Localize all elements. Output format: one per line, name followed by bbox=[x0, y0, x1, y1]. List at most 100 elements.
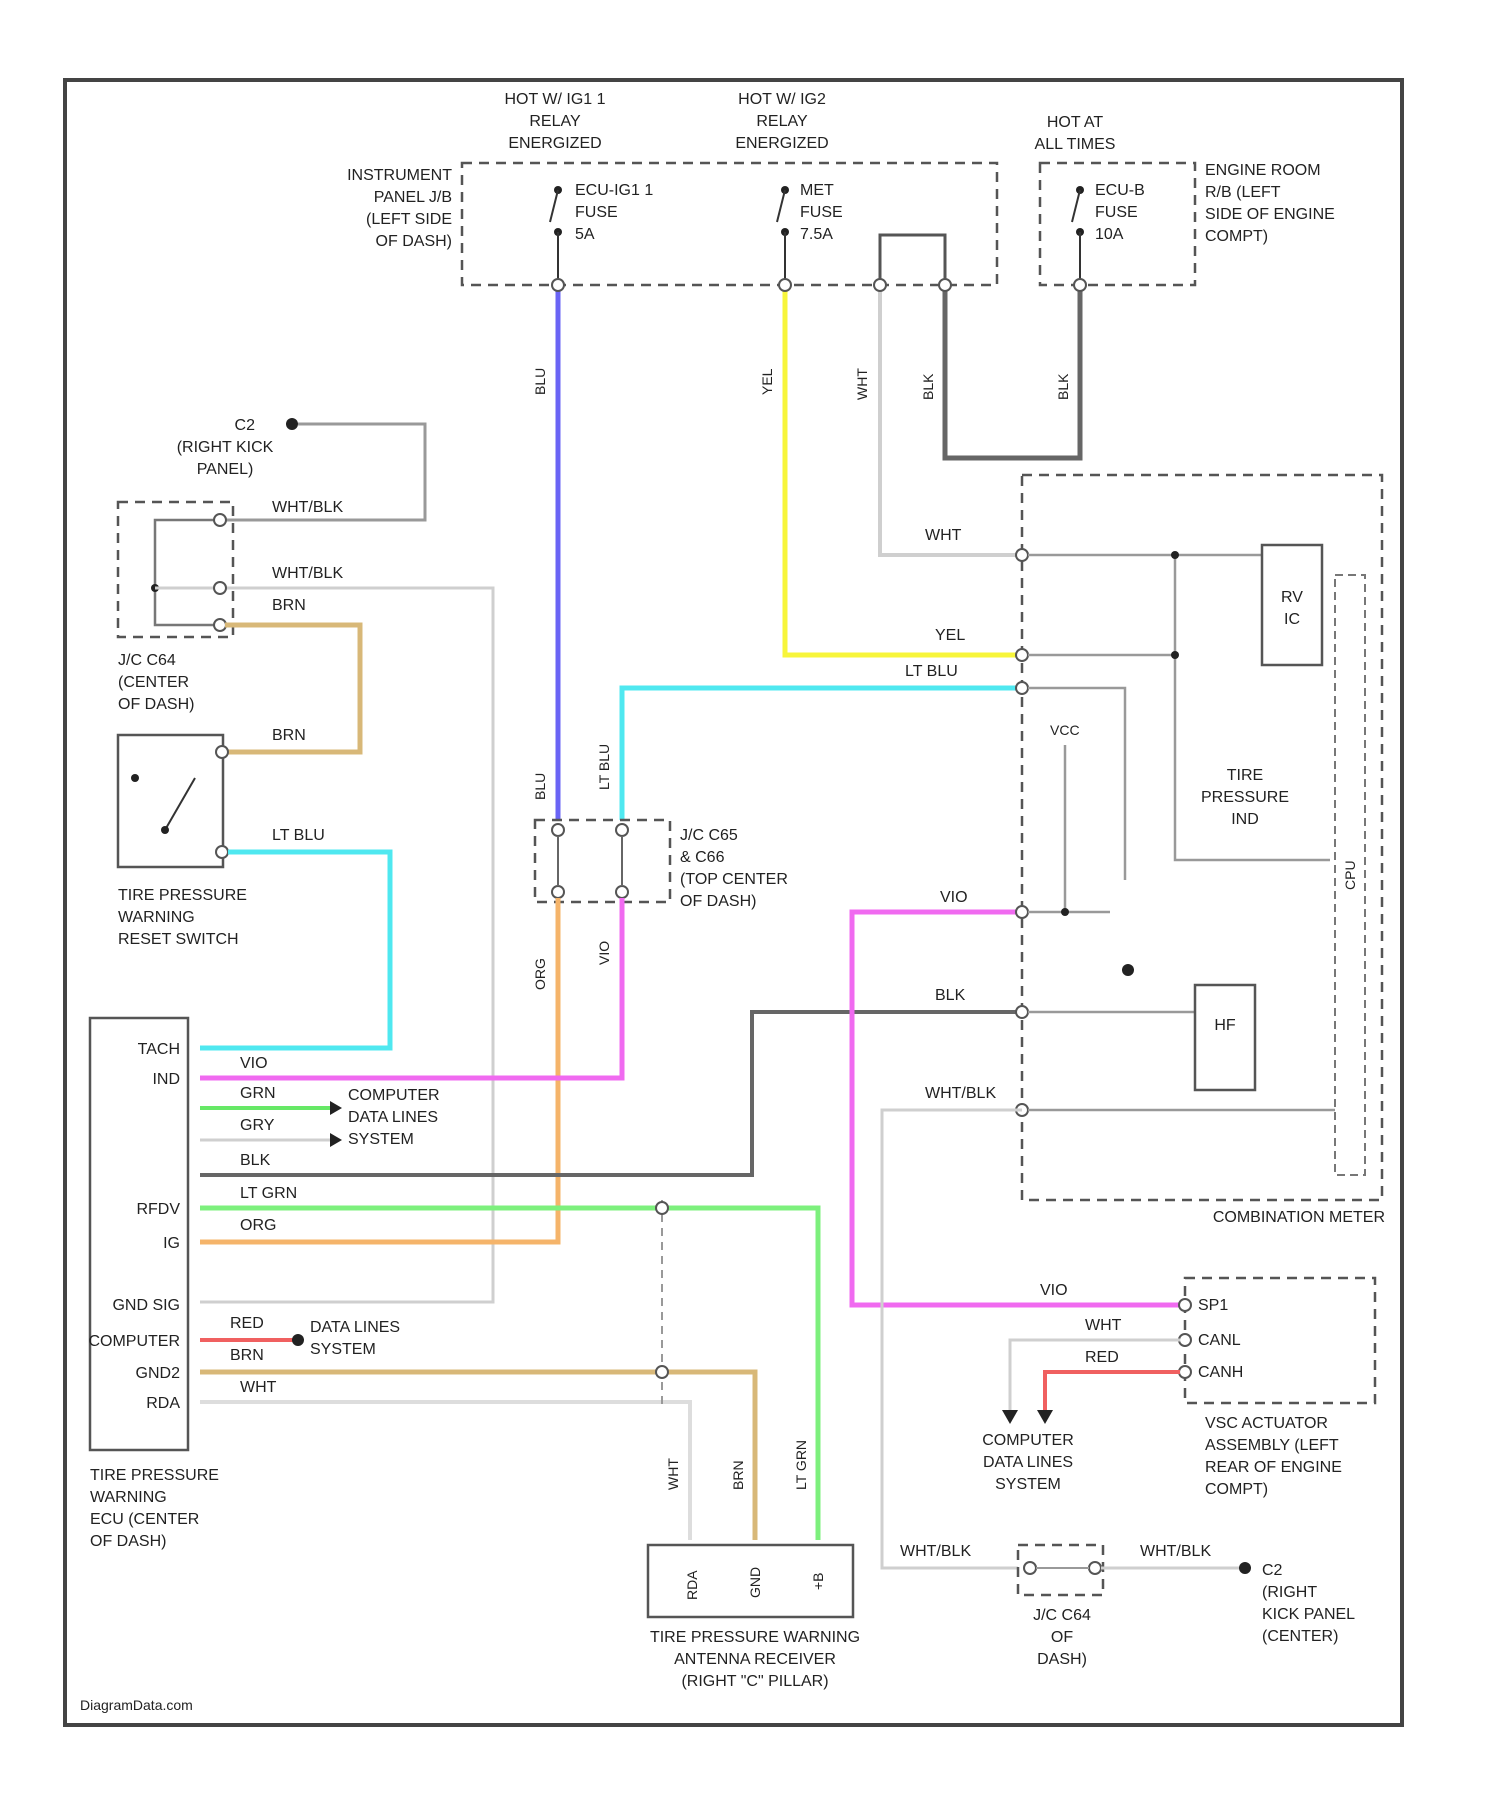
svg-text:WHT/BLK: WHT/BLK bbox=[272, 499, 343, 516]
svg-text:10A: 10A bbox=[1095, 226, 1124, 243]
wire-can-h bbox=[1045, 1372, 1180, 1412]
svg-text:(RIGHT "C" PILLAR): (RIGHT "C" PILLAR) bbox=[681, 1673, 828, 1690]
svg-text:INSTRUMENT: INSTRUMENT bbox=[347, 167, 452, 184]
svg-text:ECU-IG1 1: ECU-IG1 1 bbox=[575, 182, 653, 199]
svg-text:C2: C2 bbox=[1262, 1562, 1283, 1579]
svg-text:(CENTER: (CENTER bbox=[118, 674, 189, 691]
svg-text:HOT W/ IG2: HOT W/ IG2 bbox=[738, 91, 826, 108]
svg-text:(TOP CENTER: (TOP CENTER bbox=[680, 871, 788, 888]
svg-text:CANH: CANH bbox=[1198, 1364, 1243, 1381]
wire-wht-blk-bottom bbox=[882, 1110, 1022, 1568]
wire-label-vio-2: VIO bbox=[240, 1055, 268, 1072]
svg-text:(LEFT SIDE: (LEFT SIDE bbox=[366, 211, 452, 228]
vsc-label: VSC ACTUATOR ASSEMBLY (LEFT REAR OF ENGI… bbox=[1205, 1415, 1342, 1498]
watermark: DiagramData.com bbox=[80, 1697, 193, 1713]
svg-text:IND: IND bbox=[152, 1071, 180, 1088]
wire-lt-blu-switch bbox=[200, 852, 390, 1048]
wire-label-brn-3: BRN bbox=[730, 1460, 746, 1490]
svg-text:TACH: TACH bbox=[138, 1041, 180, 1058]
svg-text:COMPUTER: COMPUTER bbox=[88, 1333, 180, 1350]
svg-text:ENERGIZED: ENERGIZED bbox=[508, 135, 601, 152]
svg-text:PANEL J/B: PANEL J/B bbox=[374, 189, 452, 206]
svg-text:RELAY: RELAY bbox=[756, 113, 808, 130]
svg-text:FUSE: FUSE bbox=[575, 204, 618, 221]
wire-yel bbox=[785, 290, 1020, 655]
instrument-panel-jb bbox=[462, 163, 997, 285]
wire-brn-gnd bbox=[200, 1372, 755, 1540]
svg-text:BLU: BLU bbox=[532, 773, 548, 800]
svg-text:+B: +B bbox=[810, 1572, 826, 1590]
svg-text:DASH): DASH) bbox=[1037, 1651, 1087, 1668]
jc-c65-c66-label: J/C C65 & C66 (TOP CENTER OF DASH) bbox=[680, 827, 788, 910]
wire-label-can-red: RED bbox=[1085, 1349, 1119, 1366]
computer-data-lines-label: COMPUTER DATA LINES SYSTEM bbox=[982, 1432, 1074, 1493]
wire-label-vio: VIO bbox=[596, 941, 612, 965]
svg-text:IG: IG bbox=[163, 1235, 180, 1252]
svg-text:SYSTEM: SYSTEM bbox=[310, 1341, 376, 1358]
wire-label-org: ORG bbox=[532, 958, 548, 990]
wire-label-wht: WHT bbox=[854, 368, 870, 400]
fuse-ecu-ig1: ECU-IG1 1 FUSE 5A bbox=[550, 182, 653, 280]
svg-text:SYSTEM: SYSTEM bbox=[995, 1476, 1061, 1493]
svg-text:SIDE OF ENGINE: SIDE OF ENGINE bbox=[1205, 206, 1335, 223]
wire-wht-rda bbox=[200, 1402, 690, 1540]
svg-text:TIRE PRESSURE: TIRE PRESSURE bbox=[118, 887, 247, 904]
svg-text:DATA LINES: DATA LINES bbox=[983, 1454, 1073, 1471]
svg-text:COMPT): COMPT) bbox=[1205, 228, 1268, 245]
svg-text:7.5A: 7.5A bbox=[800, 226, 833, 243]
pin-jb-2 bbox=[779, 279, 791, 291]
svg-text:(RIGHT KICK: (RIGHT KICK bbox=[177, 439, 274, 456]
svg-text:GRY: GRY bbox=[240, 1117, 275, 1134]
fuse-met: MET FUSE 7.5A bbox=[777, 182, 843, 280]
svg-text:WARNING: WARNING bbox=[90, 1489, 167, 1506]
wire-label-blk-meter: BLK bbox=[935, 987, 966, 1004]
svg-text:ANTENNA RECEIVER: ANTENNA RECEIVER bbox=[674, 1651, 836, 1668]
wire-label-lt-grn: LT GRN bbox=[240, 1185, 297, 1202]
svg-text:SYSTEM: SYSTEM bbox=[348, 1131, 414, 1148]
svg-text:DATA LINES: DATA LINES bbox=[348, 1109, 438, 1126]
meter-node-3 bbox=[1061, 908, 1069, 916]
svg-text:ASSEMBLY (LEFT: ASSEMBLY (LEFT bbox=[1205, 1437, 1339, 1454]
svg-text:RDA: RDA bbox=[684, 1570, 700, 1600]
receiver-label: TIRE PRESSURE WARNING ANTENNA RECEIVER (… bbox=[650, 1629, 860, 1690]
svg-text:R/B (LEFT: R/B (LEFT bbox=[1205, 184, 1281, 201]
svg-text:OF: OF bbox=[1051, 1629, 1073, 1646]
meter-hf bbox=[1195, 985, 1255, 1090]
pin-jb-4 bbox=[939, 279, 951, 291]
wire-label-meter-wht-blk: WHT/BLK bbox=[925, 1085, 996, 1102]
can-l-arrow bbox=[1002, 1410, 1018, 1424]
wire-jb-link bbox=[880, 235, 945, 280]
svg-text:J/C C65: J/C C65 bbox=[680, 827, 738, 844]
wire-label-brn: BRN bbox=[272, 727, 306, 744]
wire-label-yel: YEL bbox=[759, 368, 775, 395]
svg-text:TIRE PRESSURE WARNING: TIRE PRESSURE WARNING bbox=[650, 1629, 860, 1646]
reset-switch-label: TIRE PRESSURE WARNING RESET SWITCH bbox=[118, 887, 247, 948]
svg-text:VSC ACTUATOR: VSC ACTUATOR bbox=[1205, 1415, 1328, 1432]
svg-text:GRN: GRN bbox=[240, 1085, 276, 1102]
svg-text:PRESSURE: PRESSURE bbox=[1201, 789, 1289, 806]
svg-text:(CENTER): (CENTER) bbox=[1262, 1628, 1338, 1645]
svg-text:CANL: CANL bbox=[1198, 1332, 1241, 1349]
svg-text:TIRE: TIRE bbox=[1227, 767, 1263, 784]
ground-c2-bottom: C2 (RIGHT KICK PANEL (CENTER) bbox=[1239, 1562, 1355, 1645]
can-h-arrow bbox=[1037, 1410, 1053, 1424]
wire-label-wht-rda: WHT bbox=[240, 1379, 277, 1396]
wire-label-brn-2: BRN bbox=[230, 1347, 264, 1364]
svg-text:RDA: RDA bbox=[146, 1395, 180, 1412]
wire-label-vio-4: VIO bbox=[1040, 1282, 1068, 1299]
svg-text:GND2: GND2 bbox=[136, 1365, 181, 1382]
wire-label-lt-blu-2: LT BLU bbox=[905, 663, 958, 680]
ecu-data-lines-1: GRN GRY COMPUTER DATA LINES SYSTEM bbox=[200, 1085, 440, 1148]
cpu-label: CPU bbox=[1342, 860, 1358, 890]
power-label-ig2: HOT W/ IG2 RELAY ENERGIZED bbox=[735, 91, 828, 152]
svg-text:ECU-B: ECU-B bbox=[1095, 182, 1145, 199]
wire-label-can-wht: WHT bbox=[1085, 1317, 1122, 1334]
wire-label-yel-2: YEL bbox=[935, 627, 965, 644]
wire-label-blu: BLU bbox=[532, 368, 548, 395]
ecu-label: TIRE PRESSURE WARNING ECU (CENTER OF DAS… bbox=[90, 1467, 219, 1550]
tire-pressure-ind-label: TIRE PRESSURE IND bbox=[1201, 767, 1289, 828]
combination-meter-label: COMBINATION METER bbox=[1213, 1209, 1385, 1226]
svg-text:FUSE: FUSE bbox=[800, 204, 843, 221]
svg-text:(RIGHT: (RIGHT bbox=[1262, 1584, 1317, 1601]
